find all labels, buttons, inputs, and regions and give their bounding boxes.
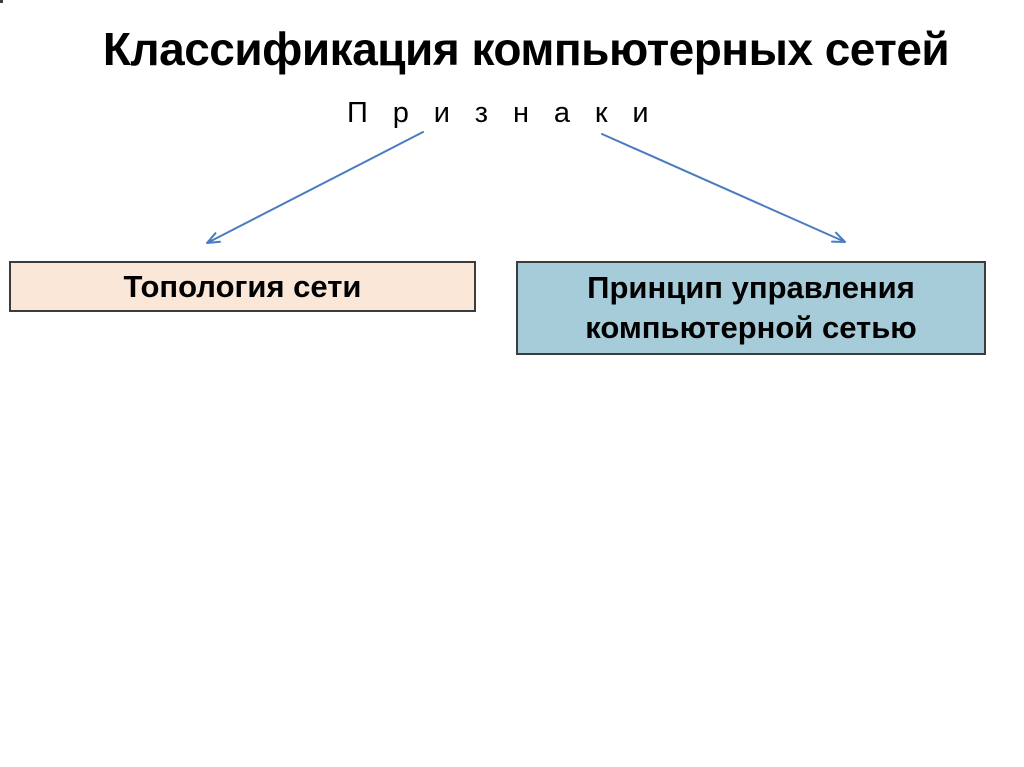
slide-corner-mark bbox=[0, 0, 3, 3]
right-arrow bbox=[601, 133, 846, 243]
branch-box-management-label: Принцип управления компьютерной сетью bbox=[585, 270, 917, 345]
left-arrow bbox=[206, 131, 424, 244]
slide-subtitle: П р и з н а к и bbox=[346, 97, 658, 129]
right-arrow-head bbox=[831, 231, 846, 243]
slide-title: Классификация компьютерных сетей bbox=[102, 23, 950, 75]
right-arrow-shaft bbox=[601, 133, 844, 242]
branch-box-topology-label: Топология сети bbox=[123, 268, 362, 304]
branch-box-topology: Топология сети bbox=[9, 261, 476, 312]
left-arrow-shaft bbox=[208, 131, 424, 243]
left-arrow-head bbox=[206, 232, 221, 244]
branch-box-management: Принцип управления компьютерной сетью bbox=[516, 261, 986, 355]
